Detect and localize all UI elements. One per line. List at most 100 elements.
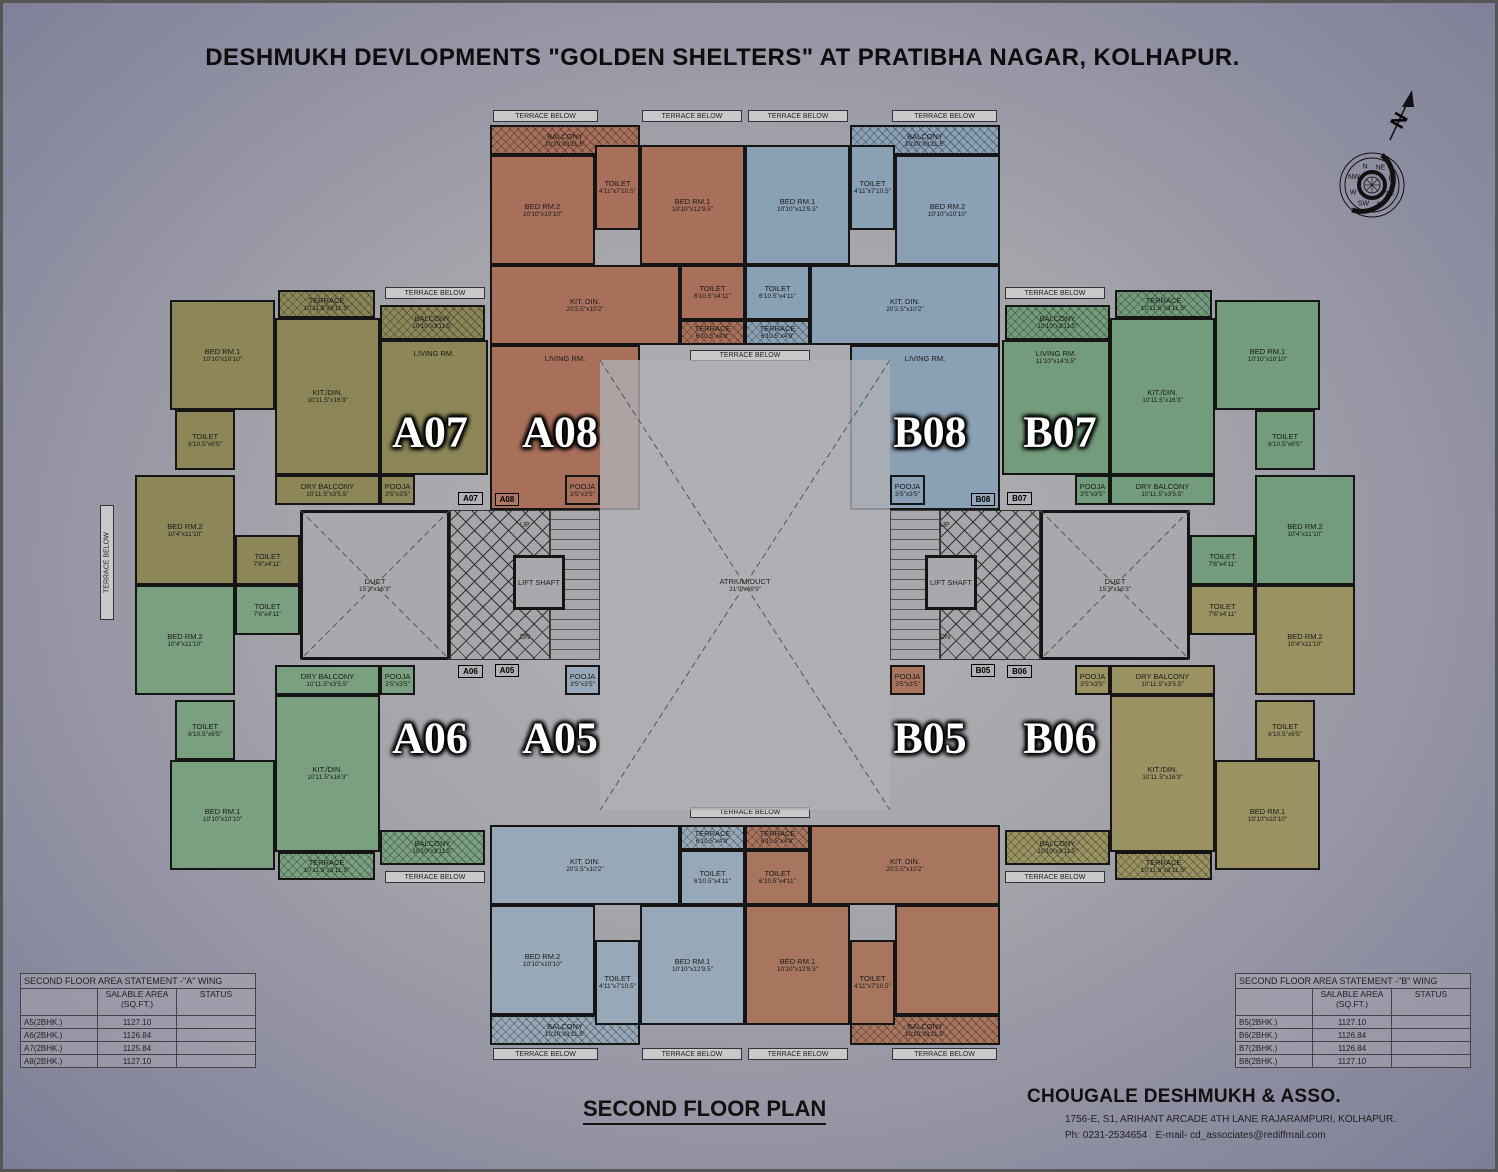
room-name: BED RM.1 (1249, 806, 1286, 816)
compass-direction-label: SW (1358, 201, 1370, 208)
room-size: 10'10"x12'9.5" (671, 205, 714, 213)
terrace-below-label: TERRACE BELOW (748, 1048, 848, 1060)
room-name: BED RM.1 (779, 956, 816, 966)
room-size: 10'10"x12'9.5" (776, 965, 819, 973)
room-size: 7'6"x4'11" (1208, 610, 1237, 618)
room-size: 3'5"x3'5" (385, 490, 410, 498)
room-name: BALCONY (414, 839, 451, 848)
room-size: 6'10.5"x4'9" (695, 333, 730, 340)
room-name: BED RM.2 (167, 521, 203, 531)
unit-tag: A05 (495, 664, 519, 677)
room-size: 10'4"x11'10" (1287, 530, 1323, 538)
room-size: 10'10"x10'10" (522, 960, 563, 968)
flat-cell: A6(2BHK.) (20, 1028, 98, 1042)
room-size: 4'11"x7'10.5" (599, 188, 636, 195)
room-size: 6'10.5"x4'9" (760, 333, 795, 340)
room-kitdin: KIT. DIN.20'2.5"x10'2" (810, 265, 1000, 345)
room-size: 10'10"x3'11.5" (904, 140, 946, 148)
room-bed2 (895, 905, 1000, 1015)
salable-area-header: SALABLE AREA (SQ.FT.) (97, 988, 177, 1016)
room-name: LIVING RM. (544, 354, 586, 363)
duct-name: DUCT (364, 577, 386, 586)
room-name: BALCONY (907, 131, 943, 141)
room-name: LIVING RM. (1035, 349, 1077, 358)
terrace-below-label: TERRACE BELOW (493, 1048, 598, 1060)
terrace-below-label: TERRACE BELOW (385, 871, 485, 883)
terrace-below-label: TERRACE BELOW (385, 287, 485, 299)
compass-direction-label: E (1388, 176, 1393, 183)
room-name: KIT./DIN. (1147, 765, 1178, 774)
area-cell: 1126.84 (1312, 1041, 1392, 1055)
room-size: 10'10"x12'9.5" (671, 965, 714, 973)
room-kitdin: KIT. DIN.20'2.5"x10'2" (490, 825, 680, 905)
table-row: B5(2BHK.)1127.10 (1235, 1015, 1471, 1029)
architect-name: CHOUGALE DESHMUKH & ASSO. (1027, 1086, 1341, 1107)
room-name: KIT./DIN. (312, 388, 343, 397)
flat-cell: A7(2BHK.) (20, 1041, 98, 1055)
stair-up-label: UP (520, 522, 530, 529)
flat-cell: A8(2BHK.) (20, 1054, 98, 1068)
area-cell: 1125.84 (97, 1041, 177, 1055)
room-name: BED RM.1 (779, 196, 816, 206)
room-size: 10'11.5"x16'3" (307, 397, 348, 404)
room-size: 10'10"x10'10" (1247, 355, 1288, 363)
room-size: 10'11.5"x3'5.5" (306, 490, 349, 498)
status-cell (1391, 1054, 1471, 1068)
architect-address: 1756-E, S1, ARIHANT ARCADE 4TH LANE RAJA… (1065, 1114, 1397, 1125)
room-size: 6'10.5"x6'5" (1268, 440, 1302, 448)
room-name: BED RM.2 (1287, 631, 1323, 641)
room-size: 3'5"x3'5" (895, 490, 920, 498)
room-name: BED RM.2 (929, 201, 966, 211)
room-name: TOILET (859, 974, 886, 983)
salable-area-header: SALABLE AREA (SQ.FT.) (1312, 988, 1392, 1016)
room-name: TOILET (191, 431, 219, 441)
room-name: POOJA (894, 671, 921, 681)
project-title: DESHMUKH DEVLOPMENTS "GOLDEN SHELTERS" A… (205, 44, 1240, 71)
room-size: 6'10.5"x4'11" (694, 293, 731, 300)
table-row: B8(2BHK.)1127.10 (1235, 1054, 1471, 1068)
unit-label: A07 (392, 407, 468, 457)
table-row: B7(2BHK.)1126.84 (1235, 1041, 1471, 1055)
duct-size: 15'3"x16'3" (358, 586, 392, 593)
room-name: DRY BALCONY (300, 671, 355, 681)
room-name: LIVING RM. (413, 349, 455, 358)
area-cell: 1126.84 (97, 1028, 177, 1042)
room-kitdin: KIT. DIN.20'2.5"x10'2" (490, 265, 680, 345)
room-name: TOILET (1209, 551, 1236, 561)
room-size: 10'11.5"x16'3" (307, 774, 348, 781)
unit-tag: B07 (1007, 492, 1032, 505)
room-name: POOJA (569, 481, 596, 491)
room-size: 6'10.5"x4'11" (694, 878, 731, 885)
terrace-below-label: TERRACE BELOW (100, 505, 114, 620)
status-cell (176, 1041, 256, 1055)
terrace-below-label: TERRACE BELOW (892, 1048, 997, 1060)
room-size: 10'10"x10'10" (522, 210, 563, 218)
status-cell (176, 1015, 256, 1029)
room-name: BED RM.1 (1249, 346, 1286, 356)
room-name: TOILET (254, 551, 281, 561)
room-size: 3'5"x3'5" (1080, 680, 1105, 688)
